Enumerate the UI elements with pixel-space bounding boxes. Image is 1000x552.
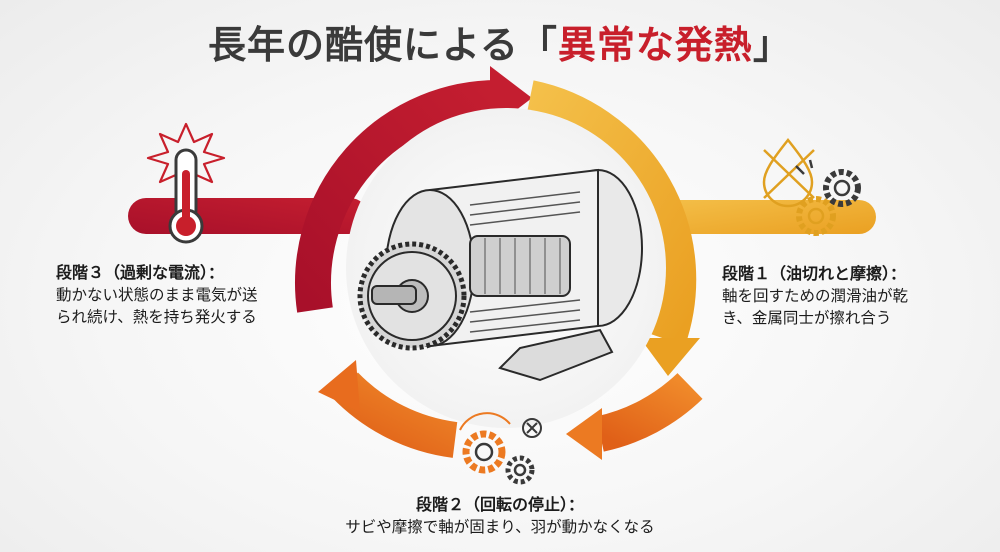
cycle-arrow-orange-lower xyxy=(318,360,458,458)
stage3-text-line1: 動かない状態のまま電気が送 xyxy=(56,286,258,304)
stage1-caption: 段階１（油切れと摩擦）： 軸を回すための潤滑油が乾 き、金属同士が擦れ合う xyxy=(722,263,962,329)
stage2-caption: 段階２（回転の停止）： サビや摩擦で軸が固まり、羽が動かなくなる xyxy=(0,494,1000,538)
stage3-text-line2: られ続け、熱を持ち発火する xyxy=(56,308,257,326)
cycle-arrow-yellow xyxy=(526,80,700,376)
title-prefix: 長年の酷使による「 xyxy=(208,23,558,67)
stage1-heading: 段階１（油切れと摩擦）： xyxy=(722,264,907,283)
stage1-text-line1: 軸を回すための潤滑油が乾 xyxy=(722,287,909,305)
thermometer-icon xyxy=(168,148,204,244)
stopped-gears-icon xyxy=(459,412,535,485)
stage3-heading: 段階３（過剰な電流）： xyxy=(56,263,225,282)
stage1-text-line2: き、金属同士が擦れ合う xyxy=(722,309,892,327)
title-highlight: 異常な発熱 xyxy=(557,23,753,67)
cycle-arrow-orange xyxy=(566,372,703,460)
page-title: 長年の酷使による「異常な発熱」 xyxy=(0,14,1000,69)
stage2-heading: 段階２（回転の停止）： xyxy=(415,495,584,514)
title-suffix: 」 xyxy=(752,23,792,67)
gears-icon xyxy=(795,159,861,236)
electric-motor-icon xyxy=(357,168,643,382)
stage3-caption: 段階３（過剰な電流）： 動かない状態のまま電気が送 られ続け、熱を持ち発火する xyxy=(56,262,306,328)
stage2-text-line1: サビや摩擦で軸が固まり、羽が動かなくなる xyxy=(345,518,655,536)
no-oil-drop-icon xyxy=(762,137,815,208)
blocked-x-icon xyxy=(522,418,542,438)
